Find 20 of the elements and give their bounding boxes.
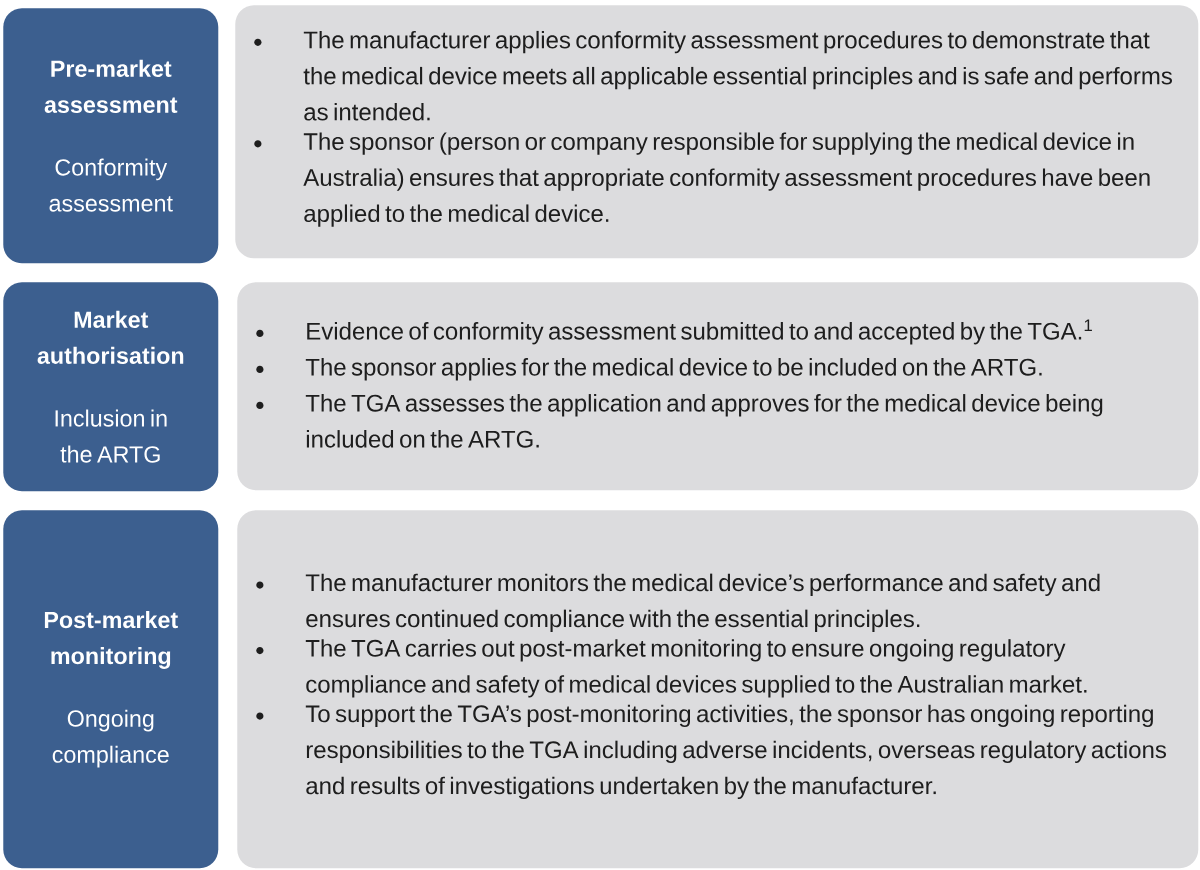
stage-box [3, 282, 219, 492]
bullet-text: The TGA carries out post-market monitoring to ensure ongoing regulatory compliance and safety of medical devices supplied to the Australian market. [305, 639, 1087, 698]
bullet-text: The sponsor applies for the medical device to be included on the ARTG. [305, 358, 1042, 381]
stage-subtitle: Ongoing compliance [52, 709, 169, 768]
bullet-text: The TGA assesses the application and approves for the medical device being included on the ARTG. [305, 394, 1103, 448]
info-panel [237, 282, 1199, 491]
bullet-text: Evidence of conformity assessment submitted to and accepted by the TGA.$^{1}$ [307, 319, 1092, 345]
info-panel [235, 5, 1199, 259]
stage-heading: Market authorisation [37, 310, 184, 364]
stage-subtitle: Conformity assessment [49, 158, 173, 212]
bullet-text: To support the TGA’s post-monitoring activities, the sponsor has ongoing reporting responsibilities to the TGA including adverse incidents, overseas regulatory actions and results of investigations undertaken by the manufacturer. [305, 704, 1167, 800]
stage-heading: Post-market monitoring [44, 611, 178, 669]
bullet-text: The manufacturer monitors the medical device’s performance and safety and ensures continued compliance with the essential principles. [305, 573, 1100, 632]
info-panel [237, 510, 1199, 869]
stage-box [3, 8, 219, 264]
stage-box [3, 510, 219, 869]
stage-subtitle: Inclusion in the ARTG [55, 409, 167, 463]
bullet-text: The sponsor (person or company responsible for supplying the medical device in Australia) ensures that appropriate conformity assessment procedures have been applied to the medical device. [303, 132, 1150, 227]
bullet-text: The manufacturer applies conformity assessment procedures to demonstrate that the medical device meets all applicable essential principles and is safe and performs as intended. [303, 30, 1172, 121]
stage-heading: Pre-market assessment [44, 59, 178, 113]
